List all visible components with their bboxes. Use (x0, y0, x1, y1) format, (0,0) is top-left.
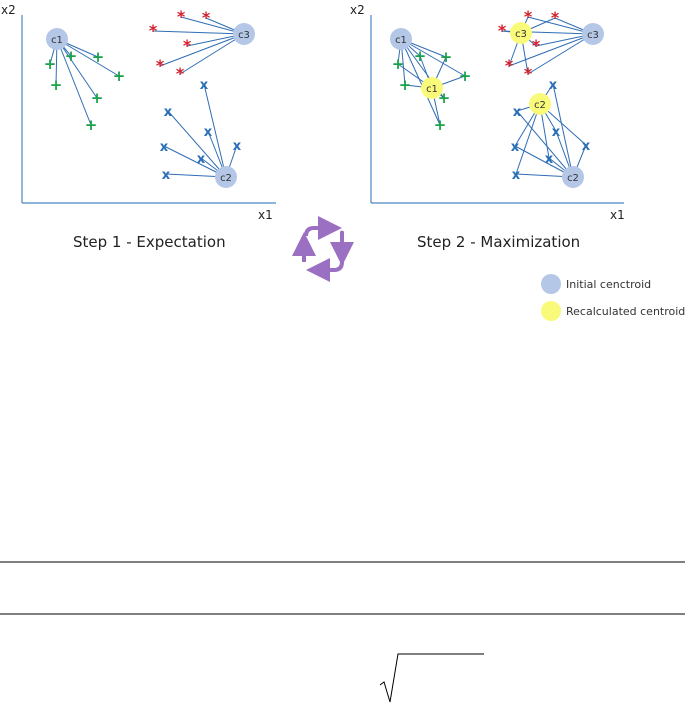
legend-recalculated-label: Recalculated centroid (566, 305, 685, 318)
data-point-plus: + (85, 116, 98, 134)
data-point-plus: + (414, 47, 427, 65)
recalculated-centroid-c3 (510, 22, 532, 44)
initial-centroid-c3 (582, 23, 604, 45)
data-point-star: * (505, 56, 514, 75)
y-axis-label: x2 (350, 3, 365, 17)
data-point-plus: + (91, 89, 104, 107)
data-point-plus: + (392, 55, 405, 73)
data-point-x: x (204, 125, 213, 140)
data-point-plus: + (50, 76, 63, 94)
centroids: c1 c3 c2 (46, 23, 255, 188)
data-point-x: x (545, 152, 554, 167)
legend-initial-swatch (541, 274, 561, 294)
assignment-line (552, 83, 574, 178)
recalculated-centroid-c2 (529, 93, 551, 115)
initial-centroid-c1 (390, 28, 412, 50)
initial-centroid-c2 (215, 166, 237, 188)
recalc-line (515, 103, 541, 175)
data-point-plus: + (459, 67, 472, 85)
assignment-line (56, 38, 98, 99)
data-point-x: x (582, 139, 591, 154)
assignment-line (159, 33, 245, 67)
initial-centroid-label: c2 (220, 173, 232, 184)
data-point-x: x (197, 152, 206, 167)
data-point-star: * (177, 7, 186, 26)
initial-centroid-label: c1 (51, 35, 63, 46)
square-root-symbol (379, 653, 484, 703)
data-point-star: * (176, 64, 185, 83)
assignment-line (167, 110, 227, 178)
recalculated-centroid-c1 (421, 77, 443, 99)
legend: Initial cenctroid Recalculated centroid (541, 274, 685, 321)
x-axis-label: x1 (610, 208, 625, 222)
data-point-x: x (162, 168, 171, 183)
initial-centroid-label: c3 (587, 30, 599, 41)
data-point-star: * (551, 8, 560, 27)
centroids: c1 c3 c2 c1 c3 c2 (390, 22, 604, 188)
initial-centroid-c2 (562, 166, 584, 188)
assignment-line (527, 33, 594, 75)
assignment-line (56, 38, 120, 77)
assignment-line (400, 38, 441, 126)
initial-centroid-c3 (233, 23, 255, 45)
data-point-star: * (202, 8, 211, 27)
data-point-star: * (149, 21, 158, 40)
assignment-line (527, 16, 594, 35)
data-point-x: x (164, 105, 173, 120)
data-point-x: x (160, 140, 169, 155)
initial-centroid-label: c1 (395, 35, 407, 46)
y-axis-label: x2 (1, 3, 16, 17)
refresh-cycle-icon (292, 216, 354, 282)
assignment-line (152, 30, 245, 35)
data-point-plus: + (113, 67, 126, 85)
data-point-plus: + (438, 89, 451, 107)
data-point-star: * (156, 56, 165, 75)
data-point-x: x (512, 168, 521, 183)
initial-centroid-label: c3 (238, 30, 250, 41)
assignment-lines (49, 16, 245, 178)
assignment-line (516, 110, 574, 178)
data-point-x: x (513, 105, 522, 120)
assignment-line (400, 38, 466, 77)
data-point-plus: + (65, 47, 78, 65)
initial-centroid-label: c2 (567, 173, 579, 184)
data-point-plus: + (399, 76, 412, 94)
panel-caption-maximization: Step 2 - Maximization (417, 233, 580, 251)
recalculated-centroid-label: c3 (515, 29, 527, 40)
data-point-star: * (498, 21, 507, 40)
data-point-star: * (532, 36, 541, 55)
assignment-line (203, 83, 227, 178)
assignment-line (163, 145, 227, 178)
legend-recalculated-swatch (541, 301, 561, 321)
data-point-plus: + (440, 48, 453, 66)
data-point-plus: + (44, 55, 57, 73)
data-point-x: x (200, 78, 209, 93)
assignment-line (508, 33, 594, 67)
data-point-x: x (552, 125, 561, 140)
data-point-x: x (233, 139, 242, 154)
assignment-line (56, 38, 92, 126)
panel-caption-expectation: Step 1 - Expectation (73, 233, 226, 251)
data-point-star: * (183, 36, 192, 55)
data-point-star: * (524, 7, 533, 26)
initial-centroid-c1 (46, 28, 68, 50)
data-point-x: x (511, 140, 520, 155)
data-point-plus: + (92, 48, 105, 66)
assignment-line (179, 33, 245, 75)
recalculated-centroid-label: c1 (426, 84, 438, 95)
recalculated-centroid-label: c2 (534, 100, 546, 111)
legend-initial-label: Initial cenctroid (566, 278, 651, 291)
data-point-x: x (549, 78, 558, 93)
x-axis-label: x1 (258, 208, 273, 222)
data-point-star: * (524, 64, 533, 83)
data-point-plus: + (434, 116, 447, 134)
